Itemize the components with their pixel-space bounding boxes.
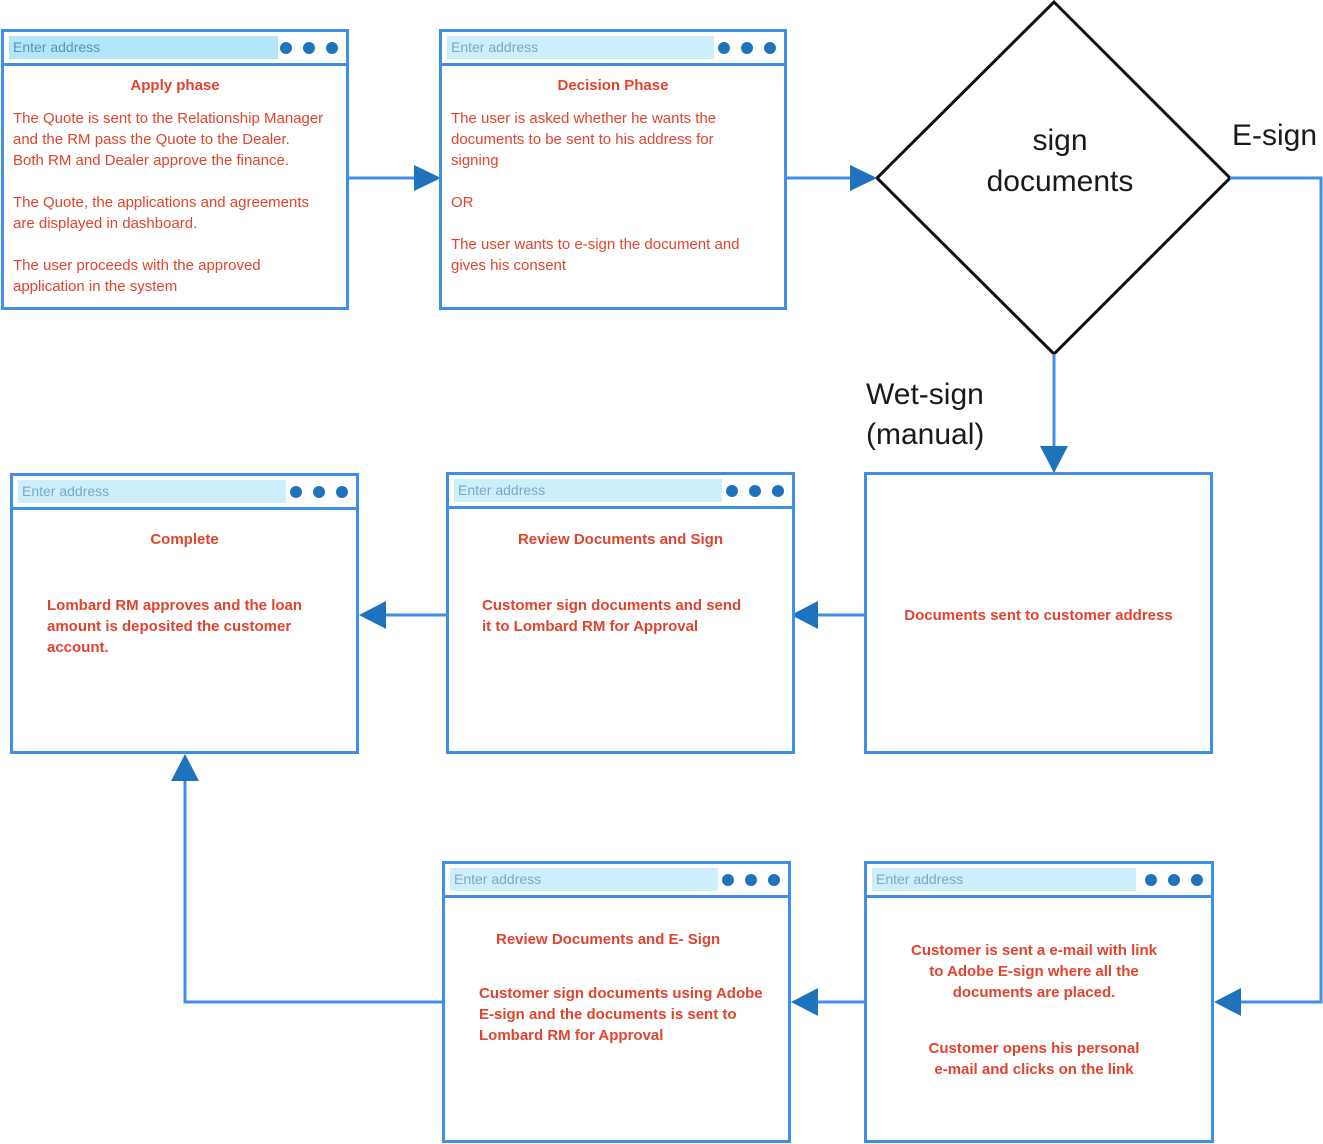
decision-text-line2: documents — [986, 165, 1134, 198]
decision-phase-window: Enter address Decision Phase The user is… — [439, 29, 787, 310]
content-paragraph: The user proceeds with the approved appl… — [13, 257, 261, 295]
window-heading: Complete — [150, 531, 219, 548]
content-paragraph: The user is asked whether he wants the d… — [451, 110, 717, 169]
dot-icon[interactable] — [336, 486, 348, 498]
dot-icon[interactable] — [764, 42, 776, 54]
dot-icon[interactable] — [1168, 874, 1180, 886]
content-paragraph: Customer opens his personal e-mail and c… — [928, 1040, 1140, 1078]
window-content: Customer sign documents and send it to L… — [482, 595, 782, 658]
review-sign-window: Enter address Review Documents and Sign … — [446, 472, 795, 754]
dot-icon[interactable] — [280, 42, 292, 54]
arrowhead-left — [791, 988, 818, 1016]
email-link-window: Enter address Customer is sent a e-mail … — [864, 861, 1214, 1143]
content-paragraph: Lombard RM approves and the loan amount … — [47, 597, 303, 656]
arrowhead-left — [1214, 988, 1241, 1016]
window-heading: Review Documents and E- Sign — [496, 931, 721, 948]
window-title-bar: Enter address — [867, 864, 1211, 898]
window-controls — [718, 42, 776, 54]
dot-icon[interactable] — [726, 485, 738, 497]
content-paragraph: Customer sign documents using Adobe E-si… — [479, 985, 763, 1044]
connector-esign-review-to-complete — [183, 780, 443, 1004]
content-paragraph: Customer is sent a e-mail with link to A… — [911, 942, 1157, 1001]
content-paragraph: OR — [451, 194, 474, 211]
apply-phase-window: Enter address Apply phase The Quote is s… — [1, 29, 349, 310]
window-content: The user is asked whether he wants the d… — [451, 108, 787, 297]
arrowhead-left — [791, 601, 818, 629]
dot-icon[interactable] — [313, 486, 325, 498]
address-bar[interactable]: Enter address — [454, 479, 722, 502]
dot-icon[interactable] — [745, 874, 757, 886]
address-bar[interactable]: Enter address — [447, 36, 714, 59]
decision-text-line1: sign — [1032, 124, 1088, 157]
dot-icon[interactable] — [749, 485, 761, 497]
connector-esign — [1230, 176, 1323, 1004]
dot-icon[interactable] — [722, 874, 734, 886]
window-content: The Quote is sent to the Relationship Ma… — [13, 108, 349, 318]
window-controls — [1145, 874, 1203, 886]
dot-icon[interactable] — [1145, 874, 1157, 886]
window-content: Customer is sent a e-mail with link to A… — [867, 940, 1201, 1101]
window-heading: Apply phase — [130, 77, 220, 94]
branch-wetsign-line1: Wet-sign — [866, 378, 984, 411]
window-heading: Decision Phase — [557, 77, 669, 94]
decision-text: sign documents — [960, 120, 1160, 202]
dot-icon[interactable] — [1191, 874, 1203, 886]
window-title-bar: Enter address — [445, 864, 788, 898]
window-heading: Review Documents and Sign — [517, 531, 724, 548]
window-title-bar: Enter address — [442, 32, 784, 66]
branch-wetsign-line2: (manual) — [866, 418, 985, 451]
content-paragraph: The Quote, the applications and agreemen… — [13, 194, 310, 232]
dot-icon[interactable] — [290, 486, 302, 498]
dot-icon[interactable] — [768, 874, 780, 886]
arrowhead-left — [359, 601, 386, 629]
dot-icon[interactable] — [303, 42, 315, 54]
arrowhead-down — [1040, 446, 1068, 473]
window-controls — [722, 874, 780, 886]
content-paragraph: The user wants to e-sign the document an… — [451, 236, 740, 274]
address-bar[interactable]: Enter address — [450, 868, 718, 891]
dot-icon[interactable] — [772, 485, 784, 497]
branch-wetsign-label: Wet-sign (manual) — [866, 375, 984, 455]
documents-sent-box: Documents sent to customer address — [864, 472, 1213, 754]
window-title-bar: Enter address — [449, 475, 792, 509]
arrowhead-right — [414, 165, 441, 191]
branch-esign-label: E-sign — [1232, 119, 1318, 152]
complete-window: Enter address Complete Lombard RM approv… — [10, 473, 359, 754]
window-controls — [726, 485, 784, 497]
arrowhead-up — [171, 754, 199, 781]
address-bar[interactable]: Enter address — [9, 36, 278, 59]
arrowhead-right — [850, 165, 877, 191]
review-esign-window: Enter address Review Documents and E- Si… — [442, 861, 791, 1143]
window-controls — [280, 42, 338, 54]
window-title-bar: Enter address — [4, 32, 346, 66]
window-content: Customer sign documents using Adobe E-si… — [479, 983, 789, 1067]
window-content: Lombard RM approves and the loan amount … — [47, 595, 347, 679]
dot-icon[interactable] — [718, 42, 730, 54]
address-bar[interactable]: Enter address — [872, 868, 1136, 891]
window-content: Documents sent to customer address — [904, 607, 1173, 624]
address-bar[interactable]: Enter address — [18, 480, 286, 503]
dot-icon[interactable] — [741, 42, 753, 54]
content-paragraph: The Quote is sent to the Relationship Ma… — [13, 110, 324, 169]
window-title-bar: Enter address — [13, 476, 356, 510]
window-controls — [290, 486, 348, 498]
dot-icon[interactable] — [326, 42, 338, 54]
content-paragraph: Customer sign documents and send it to L… — [482, 597, 742, 635]
